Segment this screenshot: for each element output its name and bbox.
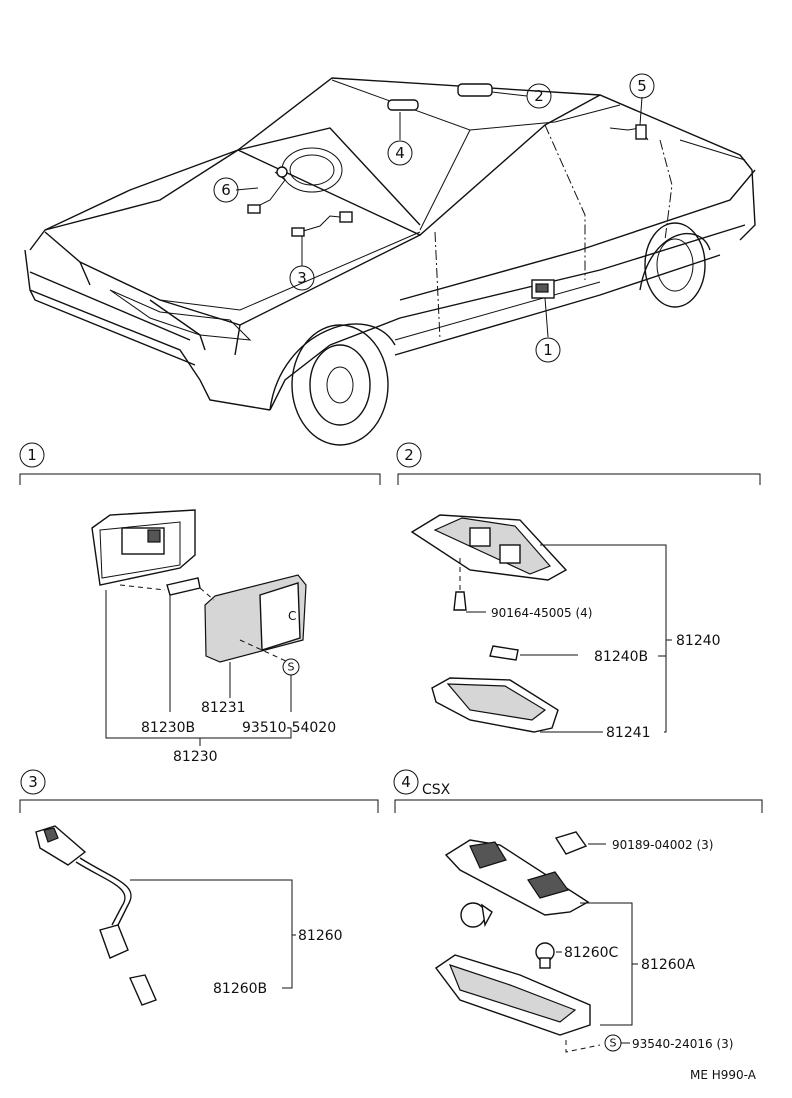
svg-text:6: 6 (221, 181, 231, 199)
callout-2: 2 (526, 83, 552, 109)
callout-3: 3 (289, 265, 315, 291)
car-illustration (24, 77, 756, 446)
callout-6: 6 (213, 177, 239, 203)
label-93540-24016: 93540-24016 (3) (632, 1037, 734, 1051)
svg-text:S: S (288, 661, 295, 674)
svg-text:1: 1 (543, 341, 553, 359)
section-4-variant: CSX (422, 782, 451, 798)
label-81260a: 81260A (641, 957, 696, 973)
section-3: 3 81260 81260B (19, 769, 379, 1006)
section-2-number: 2 (404, 446, 414, 464)
svg-text:S: S (610, 1037, 617, 1050)
callout-4: 4 (387, 140, 413, 166)
label-81230b: 81230B (141, 720, 195, 736)
section-1-number: 1 (27, 446, 37, 464)
svg-text:4: 4 (395, 144, 405, 162)
callout-5: 5 (629, 73, 655, 99)
label-90164-45005: 90164-45005 (4) (491, 606, 593, 620)
callout-1: 1 (535, 337, 561, 363)
label-81240b: 81240B (594, 649, 648, 665)
label-81240: 81240 (676, 633, 721, 649)
svg-text:5: 5 (637, 77, 647, 95)
section-4: 4 CSX S 90189-04002 (3) 81260C 81260A 93… (393, 769, 763, 1053)
section-4-number: 4 (401, 773, 411, 791)
label-93510-54020: 93510-54020 (242, 720, 336, 736)
label-81260c: 81260C (564, 945, 619, 961)
label-81231: 81231 (201, 700, 246, 716)
drawing-code: ME H990-A (690, 1068, 757, 1082)
svg-text:C: C (288, 609, 296, 623)
label-81260b: 81260B (213, 981, 267, 997)
svg-text:2: 2 (534, 87, 544, 105)
label-81230: 81230 (173, 749, 218, 765)
label-81260: 81260 (298, 928, 343, 944)
svg-text:3: 3 (297, 269, 307, 287)
section-2: 2 90164-45005 (4) 81240B 81240 81241 (396, 442, 761, 741)
label-81241: 81241 (606, 725, 651, 741)
section-1: 1 C S 81230B 81231 93510-54020 81230 (19, 442, 381, 765)
label-90189-04002: 90189-04002 (3) (612, 838, 714, 852)
section-3-number: 3 (28, 773, 38, 791)
